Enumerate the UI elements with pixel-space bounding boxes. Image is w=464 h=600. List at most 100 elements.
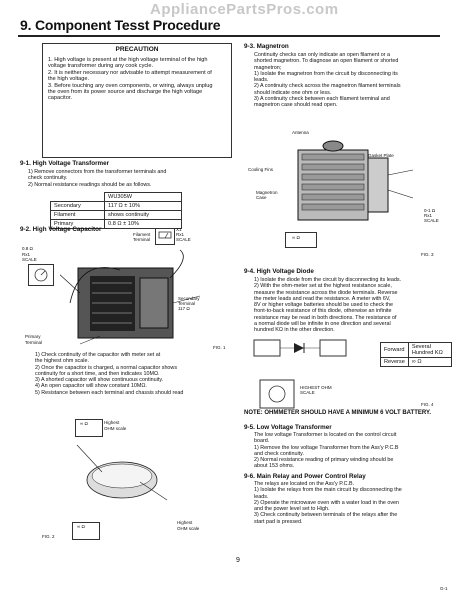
antenna-label: Antenna — [292, 130, 309, 135]
table-cell: Filament — [49, 210, 106, 220]
text-line: 1) Isolate the diode from the circuit by… — [254, 277, 402, 283]
precaution-line: the high voltage. — [48, 76, 90, 83]
secondary-terminal-label: Secondary Terminal 117 Ω — [178, 296, 200, 311]
figure-label: FIG. 2 — [42, 534, 55, 539]
text-line: a normal diode will be infinite in one d… — [254, 321, 391, 328]
text-line: 3) A continuity check between each filam… — [254, 96, 390, 103]
precaution-line: 1. High voltage is present at the high v… — [48, 57, 208, 63]
table-cell: 117 Ω ± 10% — [104, 201, 182, 211]
text-line: 2) Normal resistance reading of primary … — [254, 457, 394, 464]
text-line: 1) Remove connectors from the transforme… — [28, 169, 167, 175]
text-line: 8V or higher voltage batteries should be… — [254, 302, 394, 309]
text-line: measure the resistance across the diode … — [254, 289, 398, 296]
watermark-text: AppliancePartsPros.com — [150, 1, 339, 18]
precaution-list: 1. High voltage is present at the high v… — [48, 57, 213, 102]
lv-transformer-text: The low voltage Transformer is located o… — [254, 432, 398, 470]
primary-terminal-label: Primary Terminal — [25, 334, 42, 345]
meter-readout: ∞ Ω — [77, 524, 85, 529]
text-line: 2) Normal resistance readings should be … — [28, 181, 152, 188]
label-line: X1 — [176, 227, 182, 232]
text-line: front-to-back resistance of this diode, … — [254, 308, 392, 315]
precaution-line: voltage transformer during any cook cycl… — [48, 63, 154, 70]
label-line: HIGHEST OHM — [300, 385, 332, 390]
text-line: leads. — [254, 77, 269, 84]
table-row: Reverse∞ Ω — [380, 357, 453, 367]
label-line: Case — [256, 195, 267, 200]
meter-top-label: Highest OHM scale — [104, 420, 126, 431]
text-line: magnetron; — [254, 64, 282, 71]
ohmmeter-icon: ∞ Ω — [75, 419, 103, 437]
magnetron-illustration — [297, 140, 414, 221]
text-line: board. — [254, 438, 270, 445]
label-line: Highest — [104, 420, 120, 425]
table-cell: 0.8 Ω ± 10% — [104, 219, 182, 229]
text-line: continuity for a short time, and then in… — [35, 370, 160, 377]
scale-label-left: 0.8 Ω Rx1 SCALE — [22, 246, 37, 263]
ohmmeter-icon — [155, 228, 175, 245]
label-line: SCALE — [22, 257, 37, 262]
text-line: and the power level set to High. — [254, 506, 330, 513]
text-line: 1) Isolate the relays from the main circ… — [254, 487, 402, 494]
table-cell: Several Hundred KΩ — [407, 342, 453, 358]
magnetron-case-label: Magnetron Case — [256, 190, 278, 200]
label-line: Terminal — [133, 237, 151, 242]
hv-diode-text: 1) Isolate the diode from the circuit by… — [254, 277, 401, 334]
text-line: the highest ohm scale. — [35, 358, 89, 365]
text-line: 1) Check continuity of the capacitor wit… — [35, 352, 161, 358]
hv-diode-heading: 9-4. High Voltage Diode — [244, 268, 314, 275]
precaution-line: 3. Before touching any oven components, … — [48, 82, 213, 89]
table-cell: Primary — [49, 219, 106, 229]
table-cell: Forward — [380, 342, 409, 358]
text-line: hundred KΩ in the other direction. — [254, 327, 335, 334]
label-line: 0-1 Ω — [424, 208, 436, 213]
text-line: 3) Check continuity between terminals of… — [254, 512, 398, 519]
text-line: the meter leads and read the resistance.… — [254, 295, 391, 302]
label-line: OHM scale — [104, 425, 127, 431]
text-line: Continuity checks can only indicate an o… — [254, 52, 391, 58]
table-cell: Secondary — [49, 201, 106, 211]
ohmmeter-icon: ∞ Ω — [285, 232, 317, 248]
main-relay-heading: 9-6. Main Relay and Power Control Relay — [244, 473, 366, 480]
hv-capacitor-heading: 9-2. High Voltage Capacitor — [20, 226, 102, 233]
hv-capacitor-text: 1) Check continuity of the capacitor wit… — [35, 352, 183, 396]
magnetron-heading: 9-3. Magnetron — [244, 43, 289, 50]
magnetron-scale-label: 0-1 Ω Rx1 SCALE — [424, 208, 439, 223]
table-cell: shows continuity — [104, 210, 182, 220]
ohmmeter-icon — [28, 264, 54, 286]
figure-label: FIG. 3 — [421, 252, 434, 257]
label-line: Primary — [25, 334, 41, 339]
text-line: 1) Isolate the magnetron from the circui… — [254, 70, 398, 77]
transformer-illustration — [60, 249, 201, 345]
text-line: about 153 ohms. — [254, 463, 295, 470]
magnetron-text: Continuity checks can only indicate an o… — [254, 52, 401, 109]
title-rule — [18, 35, 440, 37]
text-line: resistance may be read in both direction… — [254, 314, 397, 321]
text-line: 3) A shorted capacitor will show continu… — [35, 377, 164, 384]
label-line: Terminal — [25, 339, 43, 345]
ohmmeter-note: NOTE: OHMMETER SHOULD HAVE A MINIMUM 6 V… — [244, 410, 431, 416]
text-line: should indicate one ohm or less. — [254, 89, 332, 96]
text-line: 2) A continuity check across the magnetr… — [254, 83, 401, 90]
text-line: check continuity. — [28, 175, 68, 182]
label-line: SCALE — [176, 237, 191, 242]
meter-bottom-label: Highest OHM scale — [177, 520, 199, 531]
figure-label: FIG. 4 — [421, 402, 434, 407]
text-line: start pad is pressed. — [254, 518, 303, 525]
text-line: 2) With the ohm-meter set at the highest… — [254, 283, 392, 290]
label-line: Secondary — [178, 296, 200, 301]
capacitor-illustration — [76, 444, 168, 501]
text-line: leads. — [254, 493, 269, 500]
hv-transformer-heading: 9-1. High Voltage Transformer — [20, 160, 110, 167]
precaution-box: PRECAUTION 1. High voltage is present at… — [42, 43, 232, 158]
diode-meter-label: HIGHEST OHM SCALE — [300, 385, 332, 395]
text-line: magnetron case should read open. — [254, 102, 338, 109]
page-number: 9 — [236, 557, 240, 564]
label-line: SCALE — [300, 390, 315, 395]
label-line: 117 Ω — [178, 306, 190, 311]
table-cell: ∞ Ω — [407, 357, 453, 367]
